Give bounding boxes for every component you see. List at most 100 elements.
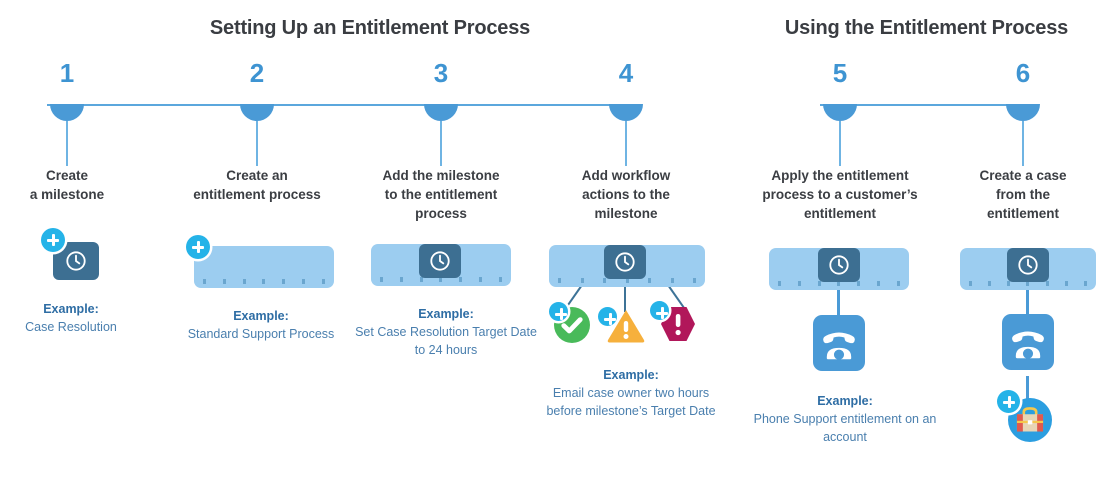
process-bar-ticks [778,281,900,286]
graphic-add-workflow-actions [549,245,709,345]
plus-icon [186,235,210,259]
example-value: Set Case Resolution Target Date to 24 ho… [355,325,537,357]
step-label-line: Add workflow [581,168,671,183]
example-label: Example: [233,309,289,323]
step-number-2: 2 [249,58,265,88]
graphic-apply-process-to-entitlement [769,248,914,371]
step-label-1: Create a milestone [0,166,152,204]
milestone-clock-icon [604,245,646,279]
example-value: Email case owner two hours before milest… [546,386,716,418]
marker-disc-icon [1006,104,1040,121]
step-label-line: Add the milestone [382,168,500,183]
connector-line [837,286,840,324]
phone-entitlement-icon [1002,314,1054,370]
timeline-marker-5 [755,104,925,166]
step-number-4: 4 [618,58,634,88]
marker-stem [256,121,258,166]
connector-line [565,284,583,309]
timeline-step-1: 1 Create a milestone [0,58,152,204]
clock-icon [1018,255,1038,275]
example-label: Example: [817,394,873,408]
marker-stem [1022,121,1024,166]
process-bar-ticks [203,279,325,284]
example-value: Standard Support Process [187,327,335,341]
example-caption-5: Example: Phone Support entitlement on an… [750,392,940,446]
step-number-6: 6 [1015,58,1031,88]
graphic-create-milestone [41,228,111,290]
connector-line [1026,286,1029,322]
marker-disc-icon [609,104,643,121]
step-label-line: process [415,206,467,221]
example-caption-4: Example: Email case owner two hours befo… [536,366,726,420]
phone-entitlement-icon [813,315,865,371]
step-label-line: process to a customer’s [762,187,918,202]
milestone-clock-icon [1007,248,1049,282]
timeline-step-4: 4 Add workflow actions to the milestone [541,58,711,223]
plus-icon [41,228,65,252]
step-label-line: actions to the [582,187,670,202]
example-caption-3: Example: Set Case Resolution Target Date… [351,305,541,359]
timeline-step-2: 2 Create an entitlement process [172,58,342,204]
timeline-marker-2 [172,104,342,166]
step-label-line: entitlement [986,206,1059,221]
marker-disc-icon [823,104,857,121]
telephone-icon [1012,331,1044,359]
marker-stem [440,121,442,166]
step-label-line: Create a case [979,168,1067,183]
process-bar-ticks [969,281,1087,286]
briefcase-icon [1016,407,1044,432]
marker-stem [839,121,841,166]
graphic-create-case-from-entitlement [960,248,1096,443]
clock-icon [430,251,450,271]
connector-line [1026,376,1029,410]
milestone-clock-icon [818,248,860,282]
step-label-line: entitlement [803,206,876,221]
timeline-marker-1 [0,104,152,166]
example-label: Example: [43,302,99,316]
timeline-marker-6 [938,104,1108,166]
step-label-line: from the [996,187,1050,202]
graphic-create-entitlement-process [186,232,336,290]
example-label: Example: [603,368,659,382]
clock-icon [615,252,635,272]
step-label-3: Add the milestone to the entitlement pro… [356,166,526,223]
clock-icon [66,251,86,271]
timeline-step-3: 3 Add the milestone to the entitlement p… [356,58,526,223]
timeline-marker-4 [541,104,711,166]
step-label-line: entitlement process [193,187,321,202]
marker-disc-icon [424,104,458,121]
alert-hexagon-icon [661,307,695,341]
step-label-line: Create [45,168,89,183]
marker-stem [625,121,627,166]
step-label-line: a milestone [29,187,105,202]
step-label-line: Create an [226,168,288,183]
telephone-icon [823,332,855,360]
step-number-5: 5 [832,58,848,88]
warning-triangle-icon [607,310,645,343]
step-label-5: Apply the entitlement process to a custo… [755,166,925,223]
step-label-line: to the entitlement [384,187,498,202]
example-label: Example: [418,307,474,321]
page-title-using: Using the Entitlement Process [784,17,1069,39]
step-label-6: Create a case from the entitlement [938,166,1108,223]
example-value: Case Resolution [25,320,117,334]
timeline-rail-using [820,104,1024,106]
timeline-marker-3 [356,104,526,166]
marker-disc-icon [240,104,274,121]
timeline-step-6: 6 Create a case from the entitlement [938,58,1108,223]
milestone-clock-icon [419,244,461,278]
step-number-1: 1 [59,58,75,88]
graphic-add-milestone-to-process [371,244,511,290]
plus-icon [997,390,1020,413]
process-bar-ticks [380,277,502,282]
plus-icon [650,301,669,320]
step-label-line: milestone [594,206,658,221]
step-label-line: Apply the entitlement [771,168,909,183]
step-number-3: 3 [433,58,449,88]
marker-disc-icon [50,104,84,121]
step-label-4: Add workflow actions to the milestone [541,166,711,223]
plus-icon [598,307,617,326]
plus-icon [549,302,568,321]
step-label-2: Create an entitlement process [172,166,342,204]
entitlement-process-bar-icon [194,246,334,288]
